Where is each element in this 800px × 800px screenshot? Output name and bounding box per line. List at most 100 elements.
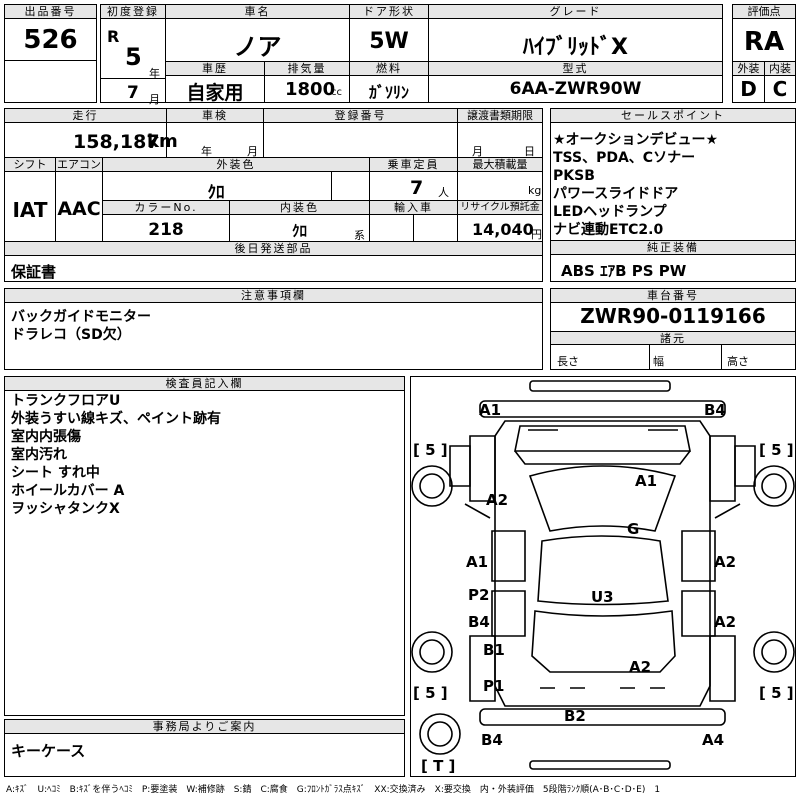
equipment-box: 純正装備 ABS ｴｱB PS PW bbox=[550, 240, 796, 282]
legend: A:ｷｽﾞ U:ﾍｺﾐ B:ｷｽﾞを伴うﾍｺﾐ P:要塗装 W:補修跡 S:錆 … bbox=[6, 785, 661, 795]
history-box: 車歴 自家用 bbox=[165, 61, 265, 104]
later-parts-box: 後日発送部品 保証書 bbox=[4, 241, 543, 282]
displacement-box: 排気量 1800 cc bbox=[264, 61, 350, 103]
tire-mark: [ 5 ] bbox=[413, 441, 448, 459]
model-value: 6AA-ZWR90W bbox=[509, 79, 642, 99]
damage-mark: P1 bbox=[483, 677, 505, 695]
tire-mark: [ 5 ] bbox=[759, 441, 794, 459]
spec-height: 高さ bbox=[727, 355, 749, 368]
inspector-item: 室内汚れ bbox=[11, 447, 67, 463]
damage-diagram-box: A1 B4 A2 A1 G A1 A2 P2 U3 B4 A2 B1 A2 P1… bbox=[410, 376, 796, 777]
model-box: 型式 6AA-ZWR90W bbox=[428, 61, 723, 103]
damage-mark: B1 bbox=[483, 641, 505, 659]
capacity-unit: 人 bbox=[438, 186, 449, 199]
int-color-box: 内装色 ｸﾛ 系 bbox=[229, 200, 370, 242]
aircon-label: エアコン bbox=[56, 158, 102, 172]
grade-label: グレード bbox=[429, 5, 722, 19]
door-label: ドア形状 bbox=[350, 5, 428, 19]
office-box: 事務局よりご案内 キーケース bbox=[4, 719, 405, 777]
inspector-item: 室内内張傷 bbox=[11, 429, 81, 445]
first-reg-era: R bbox=[107, 27, 120, 46]
car-diagram bbox=[411, 380, 795, 770]
sales-point: パワースライドドア bbox=[553, 186, 679, 202]
damage-mark: A1 bbox=[479, 401, 502, 419]
history-value: 自家用 bbox=[186, 82, 244, 104]
import-label: 輸入車 bbox=[370, 201, 457, 215]
damage-mark: A1 bbox=[635, 472, 658, 490]
lot-box: 出品番号 526 bbox=[4, 4, 97, 61]
capacity-box: 乗車定員 7 人 bbox=[369, 157, 458, 201]
door-box: ドア形状 5W bbox=[349, 4, 429, 62]
sales-points-label: セールスポイント bbox=[551, 109, 795, 123]
lot-empty bbox=[4, 60, 97, 103]
lot-number: 526 bbox=[23, 25, 78, 55]
mileage-value: 158,187 bbox=[73, 131, 160, 153]
first-reg-label: 初度登録 bbox=[101, 5, 165, 19]
damage-mark: A2 bbox=[486, 491, 509, 509]
tire-mark: [ T ] bbox=[421, 757, 456, 775]
car-name-label: 車名 bbox=[166, 5, 349, 19]
damage-mark: B4 bbox=[468, 613, 490, 631]
score-value: RA bbox=[743, 27, 785, 57]
inspection-year-unit: 年 bbox=[201, 145, 212, 158]
sales-points-list: ★オークションデビュー★ TSS、PDA、Cソナー PKSB パワースライドドア… bbox=[553, 131, 793, 239]
sales-point: PKSB bbox=[553, 168, 595, 184]
first-reg-year-unit: 年 bbox=[149, 67, 160, 80]
inspection-month-unit: 月 bbox=[247, 145, 258, 158]
transfer-month-unit: 月 bbox=[472, 145, 483, 158]
cautions-label: 注意事項欄 bbox=[5, 289, 542, 303]
color-no-value: 218 bbox=[148, 220, 184, 240]
car-name-box: 車名 ノア bbox=[165, 4, 350, 62]
int-color-label: 内装色 bbox=[230, 201, 369, 215]
shift-value: IAT bbox=[12, 198, 48, 222]
first-reg-year: 5 bbox=[125, 43, 142, 71]
aircon-value: AAC bbox=[57, 198, 101, 220]
mileage-box: 走行 158,187 km bbox=[4, 108, 178, 158]
ext-color-value: ｸﾛ bbox=[207, 183, 225, 203]
fuel-box: 燃料 ｶﾞｿﾘﾝ bbox=[349, 61, 429, 103]
history-label: 車歴 bbox=[166, 62, 264, 76]
displacement-value: 1800 bbox=[285, 79, 336, 100]
cautions-box: 注意事項欄 バックガイドモニター ドラレコ（SD欠） bbox=[4, 288, 543, 370]
inspector-item: シート すれ中 bbox=[11, 465, 100, 481]
later-parts-value: 保証書 bbox=[11, 263, 57, 281]
inspector-item: ホイールカバー A bbox=[11, 483, 125, 499]
color-no-box: カラーNo. 218 bbox=[102, 200, 230, 242]
chassis-label: 車台番号 bbox=[551, 289, 795, 303]
chassis-value: ZWR90-0119166 bbox=[580, 304, 766, 328]
specs-label: 諸元 bbox=[551, 331, 795, 345]
sales-point: ★オークションデビュー★ bbox=[553, 132, 719, 148]
caution-item: ドラレコ（SD欠） bbox=[11, 327, 131, 343]
transfer-box: 譲渡書類期限 月 日 bbox=[457, 108, 543, 158]
displacement-unit: cc bbox=[331, 87, 342, 98]
shift-label: シフト bbox=[5, 158, 55, 172]
ext-color-label: 外装色 bbox=[103, 158, 369, 172]
tire-mark: [ 5 ] bbox=[413, 684, 448, 702]
score-box: 評価点 RA bbox=[732, 4, 796, 62]
inspector-box: 検査員記入欄 トランクフロアU 外装うすい線キズ、ペイント跡有 室内内張傷 室内… bbox=[4, 376, 405, 716]
capacity-label: 乗車定員 bbox=[370, 158, 457, 172]
reg-no-box: 登録番号 bbox=[263, 108, 458, 158]
inspection-box: 車検 年 月 bbox=[166, 108, 264, 158]
inspection-label: 車検 bbox=[167, 109, 263, 123]
sales-point: LEDヘッドランプ bbox=[553, 204, 667, 220]
damage-mark: A2 bbox=[714, 613, 737, 631]
damage-mark: B2 bbox=[564, 707, 586, 725]
damage-mark: A2 bbox=[714, 553, 737, 571]
ext-grade-label: 外装 bbox=[733, 62, 764, 76]
displacement-label: 排気量 bbox=[265, 62, 349, 76]
office-value: キーケース bbox=[11, 742, 86, 760]
car-name: ノア bbox=[233, 33, 282, 61]
int-grade-value: C bbox=[772, 77, 788, 101]
equipment-value: ABS ｴｱB PS PW bbox=[561, 262, 687, 280]
damage-mark: A2 bbox=[629, 658, 652, 676]
damage-mark: U3 bbox=[591, 588, 614, 606]
damage-mark: G bbox=[627, 520, 640, 538]
import-box: 輸入車 bbox=[369, 200, 458, 242]
tire-mark: [ 5 ] bbox=[759, 684, 794, 702]
chassis-box: 車台番号 ZWR90-0119166 諸元 長さ 幅 高さ bbox=[550, 288, 796, 370]
int-grade-label: 内装 bbox=[765, 62, 795, 76]
int-color-value: ｸﾛ bbox=[291, 222, 307, 240]
transfer-label: 譲渡書類期限 bbox=[458, 109, 542, 123]
recycle-value: 14,040 bbox=[472, 220, 534, 239]
